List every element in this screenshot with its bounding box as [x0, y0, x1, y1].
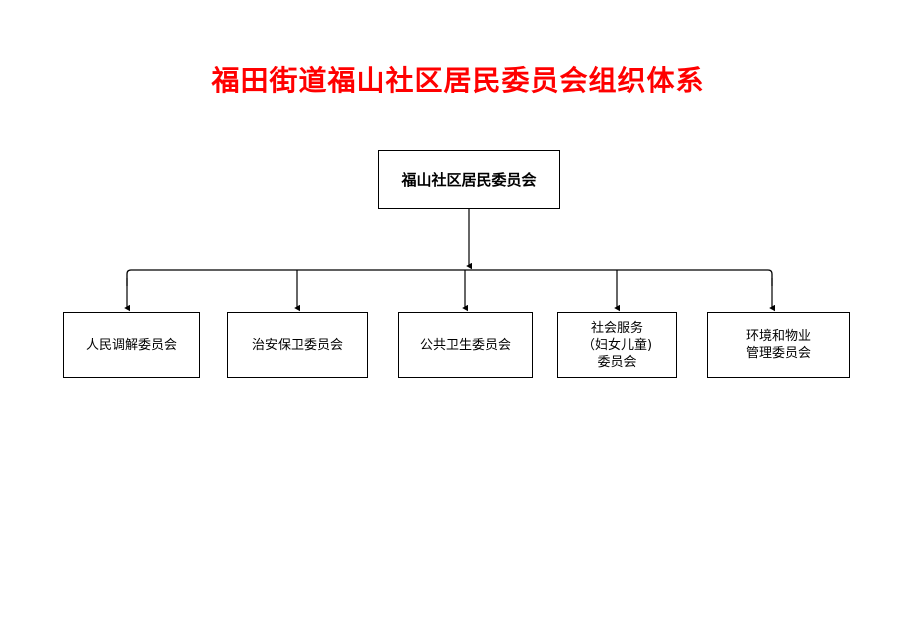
- node-root-community-residents-committee[interactable]: 福山社区居民委员会: [378, 150, 560, 209]
- node-child-label: 环境和物业 管理委员会: [745, 329, 811, 361]
- node-child-peoples-mediation-committee[interactable]: 人民调解委员会: [63, 312, 200, 378]
- node-child-public-security-committee[interactable]: 治安保卫委员会: [227, 312, 368, 378]
- node-root-label: 福山社区居民委员会: [401, 170, 537, 189]
- node-child-social-services-committee[interactable]: 社会服务 （妇女儿童) 委员会: [557, 312, 677, 378]
- node-child-label: 公共卫生委员会: [419, 337, 511, 353]
- node-child-public-health-committee[interactable]: 公共卫生委员会: [398, 312, 533, 378]
- node-child-environment-property-management-committee[interactable]: 环境和物业 管理委员会: [707, 312, 850, 378]
- page-title: 福田街道福山社区居民委员会组织体系: [211, 64, 705, 97]
- edge-distribution-bar: [126, 269, 773, 286]
- node-child-label: 社会服务 （妇女儿童) 委员会: [581, 320, 653, 370]
- node-child-label: 治安保卫委员会: [251, 337, 343, 353]
- node-child-label: 人民调解委员会: [85, 337, 177, 353]
